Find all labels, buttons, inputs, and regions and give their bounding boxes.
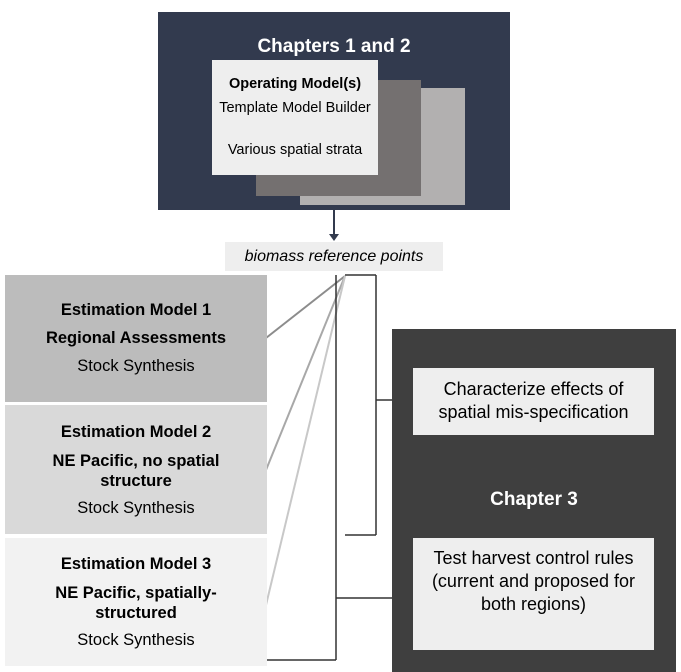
em1-method: Stock Synthesis: [77, 357, 195, 375]
em2-link: [265, 275, 346, 471]
chapters-1-2-title: Chapters 1 and 2: [257, 36, 411, 57]
chapter-3-title: Chapter 3: [490, 489, 578, 510]
operating-model-line2: Various spatial strata: [227, 142, 363, 158]
operating-model-title: Operating Model(s): [228, 76, 362, 92]
em1-subtitle: Regional Assessments: [45, 329, 227, 347]
test-hcr-text: Test harvest control rules (current and …: [431, 548, 636, 614]
operating-model-line1: Template Model Builder: [219, 100, 371, 116]
em3-subtitle: NE Pacific, spatially-structured: [55, 584, 217, 622]
estimation-model-2: Estimation Model 2 NE Pacific, no spatia…: [5, 405, 267, 534]
em1-link: [265, 275, 346, 339]
arrow-head: [329, 234, 339, 241]
characterize-box: Characterize effects of spatial mis-spec…: [413, 368, 654, 435]
test-hcr-box: Test harvest control rules (current and …: [413, 538, 654, 650]
estimation-model-1: Estimation Model 1 Regional Assessments …: [5, 275, 267, 402]
em2-subtitle: NE Pacific, no spatial structure: [52, 452, 220, 490]
em3-method: Stock Synthesis: [77, 631, 195, 649]
em2-title: Estimation Model 2: [60, 423, 212, 441]
em3-link: [265, 275, 346, 606]
em2-method: Stock Synthesis: [77, 499, 195, 517]
characterize-text: Characterize effects of spatial mis-spec…: [438, 379, 629, 422]
estimation-model-3: Estimation Model 3 NE Pacific, spatially…: [5, 538, 267, 666]
operating-model-card: Operating Model(s) Template Model Builde…: [212, 60, 378, 175]
em3-title: Estimation Model 3: [60, 555, 212, 573]
biomass-reference-label: biomass reference points: [225, 242, 443, 271]
em1-title: Estimation Model 1: [60, 301, 212, 319]
